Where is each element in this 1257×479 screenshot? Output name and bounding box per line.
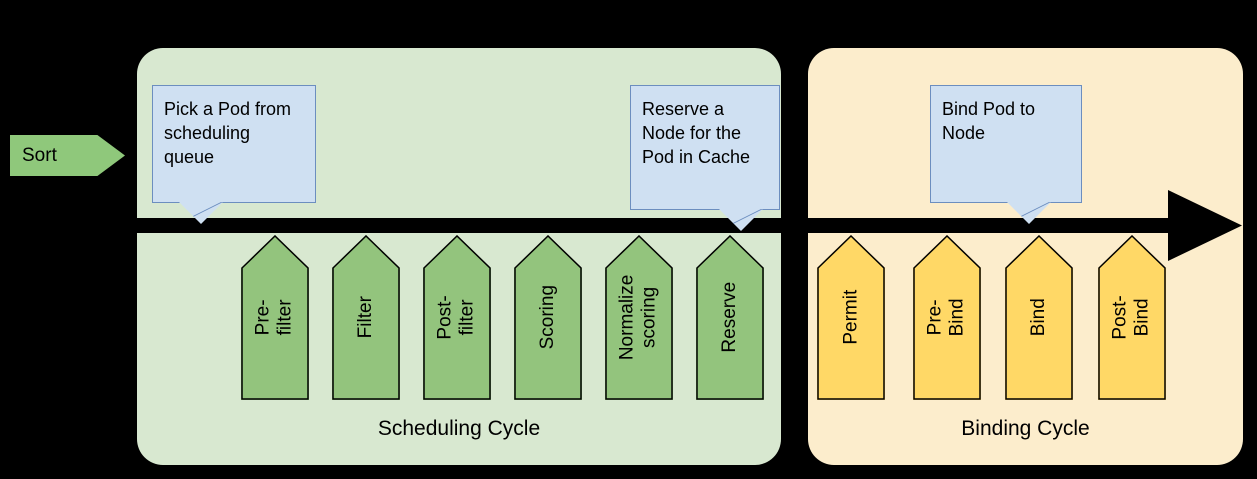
callout-text: Reserve a Node for the Pod in Cache bbox=[642, 99, 751, 167]
plugin-outline bbox=[423, 235, 491, 400]
plugin-reserve: Reserve bbox=[696, 235, 764, 400]
scheduling-cycle-label: Scheduling Cycle bbox=[377, 417, 541, 440]
plugin-shape bbox=[241, 235, 309, 400]
plugin-shape bbox=[332, 235, 400, 400]
plugin-post-bind: Post-Bind bbox=[1098, 235, 1166, 400]
plugin-scoring: Scoring bbox=[514, 235, 582, 400]
plugin-filter: Filter bbox=[332, 235, 400, 400]
plugin-shape bbox=[605, 235, 673, 400]
plugin-outline bbox=[241, 235, 309, 400]
plugin-outline bbox=[332, 235, 400, 400]
plugin-outline bbox=[696, 235, 764, 400]
callout-text: Pick a Pod from scheduling queue bbox=[164, 99, 292, 167]
timeline-bar bbox=[137, 218, 1178, 233]
callout-text: Bind Pod to Node bbox=[942, 99, 1036, 143]
sort-stage-arrow: Sort bbox=[10, 135, 125, 176]
plugin-shape bbox=[1098, 235, 1166, 400]
plugin-shape bbox=[913, 235, 981, 400]
plugin-shape bbox=[423, 235, 491, 400]
binding-cycle-label: Binding Cycle bbox=[961, 417, 1090, 440]
callout-bind-pod: Bind Pod to Node bbox=[930, 85, 1082, 224]
plugin-shape bbox=[817, 235, 885, 400]
plugin-shape bbox=[514, 235, 582, 400]
plugin-outline bbox=[1098, 235, 1166, 400]
callout-pick-a-pod: Pick a Pod from scheduling queue bbox=[152, 85, 316, 224]
plugin-permit: Permit bbox=[817, 235, 885, 400]
plugin-pre-filter: Pre-filter bbox=[241, 235, 309, 400]
plugin-outline bbox=[817, 235, 885, 400]
plugin-outline bbox=[1005, 235, 1073, 400]
plugin-normalize-scoring: Normalize scoring bbox=[605, 235, 673, 400]
plugin-shape bbox=[696, 235, 764, 400]
plugin-outline bbox=[605, 235, 673, 400]
plugin-shape bbox=[1005, 235, 1073, 400]
plugin-post-filter: Post-filter bbox=[423, 235, 491, 400]
plugin-bind: Bind bbox=[1005, 235, 1073, 400]
plugin-pre-bind: Pre-Bind bbox=[913, 235, 981, 400]
plugin-outline bbox=[514, 235, 582, 400]
callout-reserve-node: Reserve a Node for the Pod in Cache bbox=[630, 85, 780, 231]
sort-stage-label: Sort bbox=[22, 145, 57, 166]
plugin-outline bbox=[913, 235, 981, 400]
